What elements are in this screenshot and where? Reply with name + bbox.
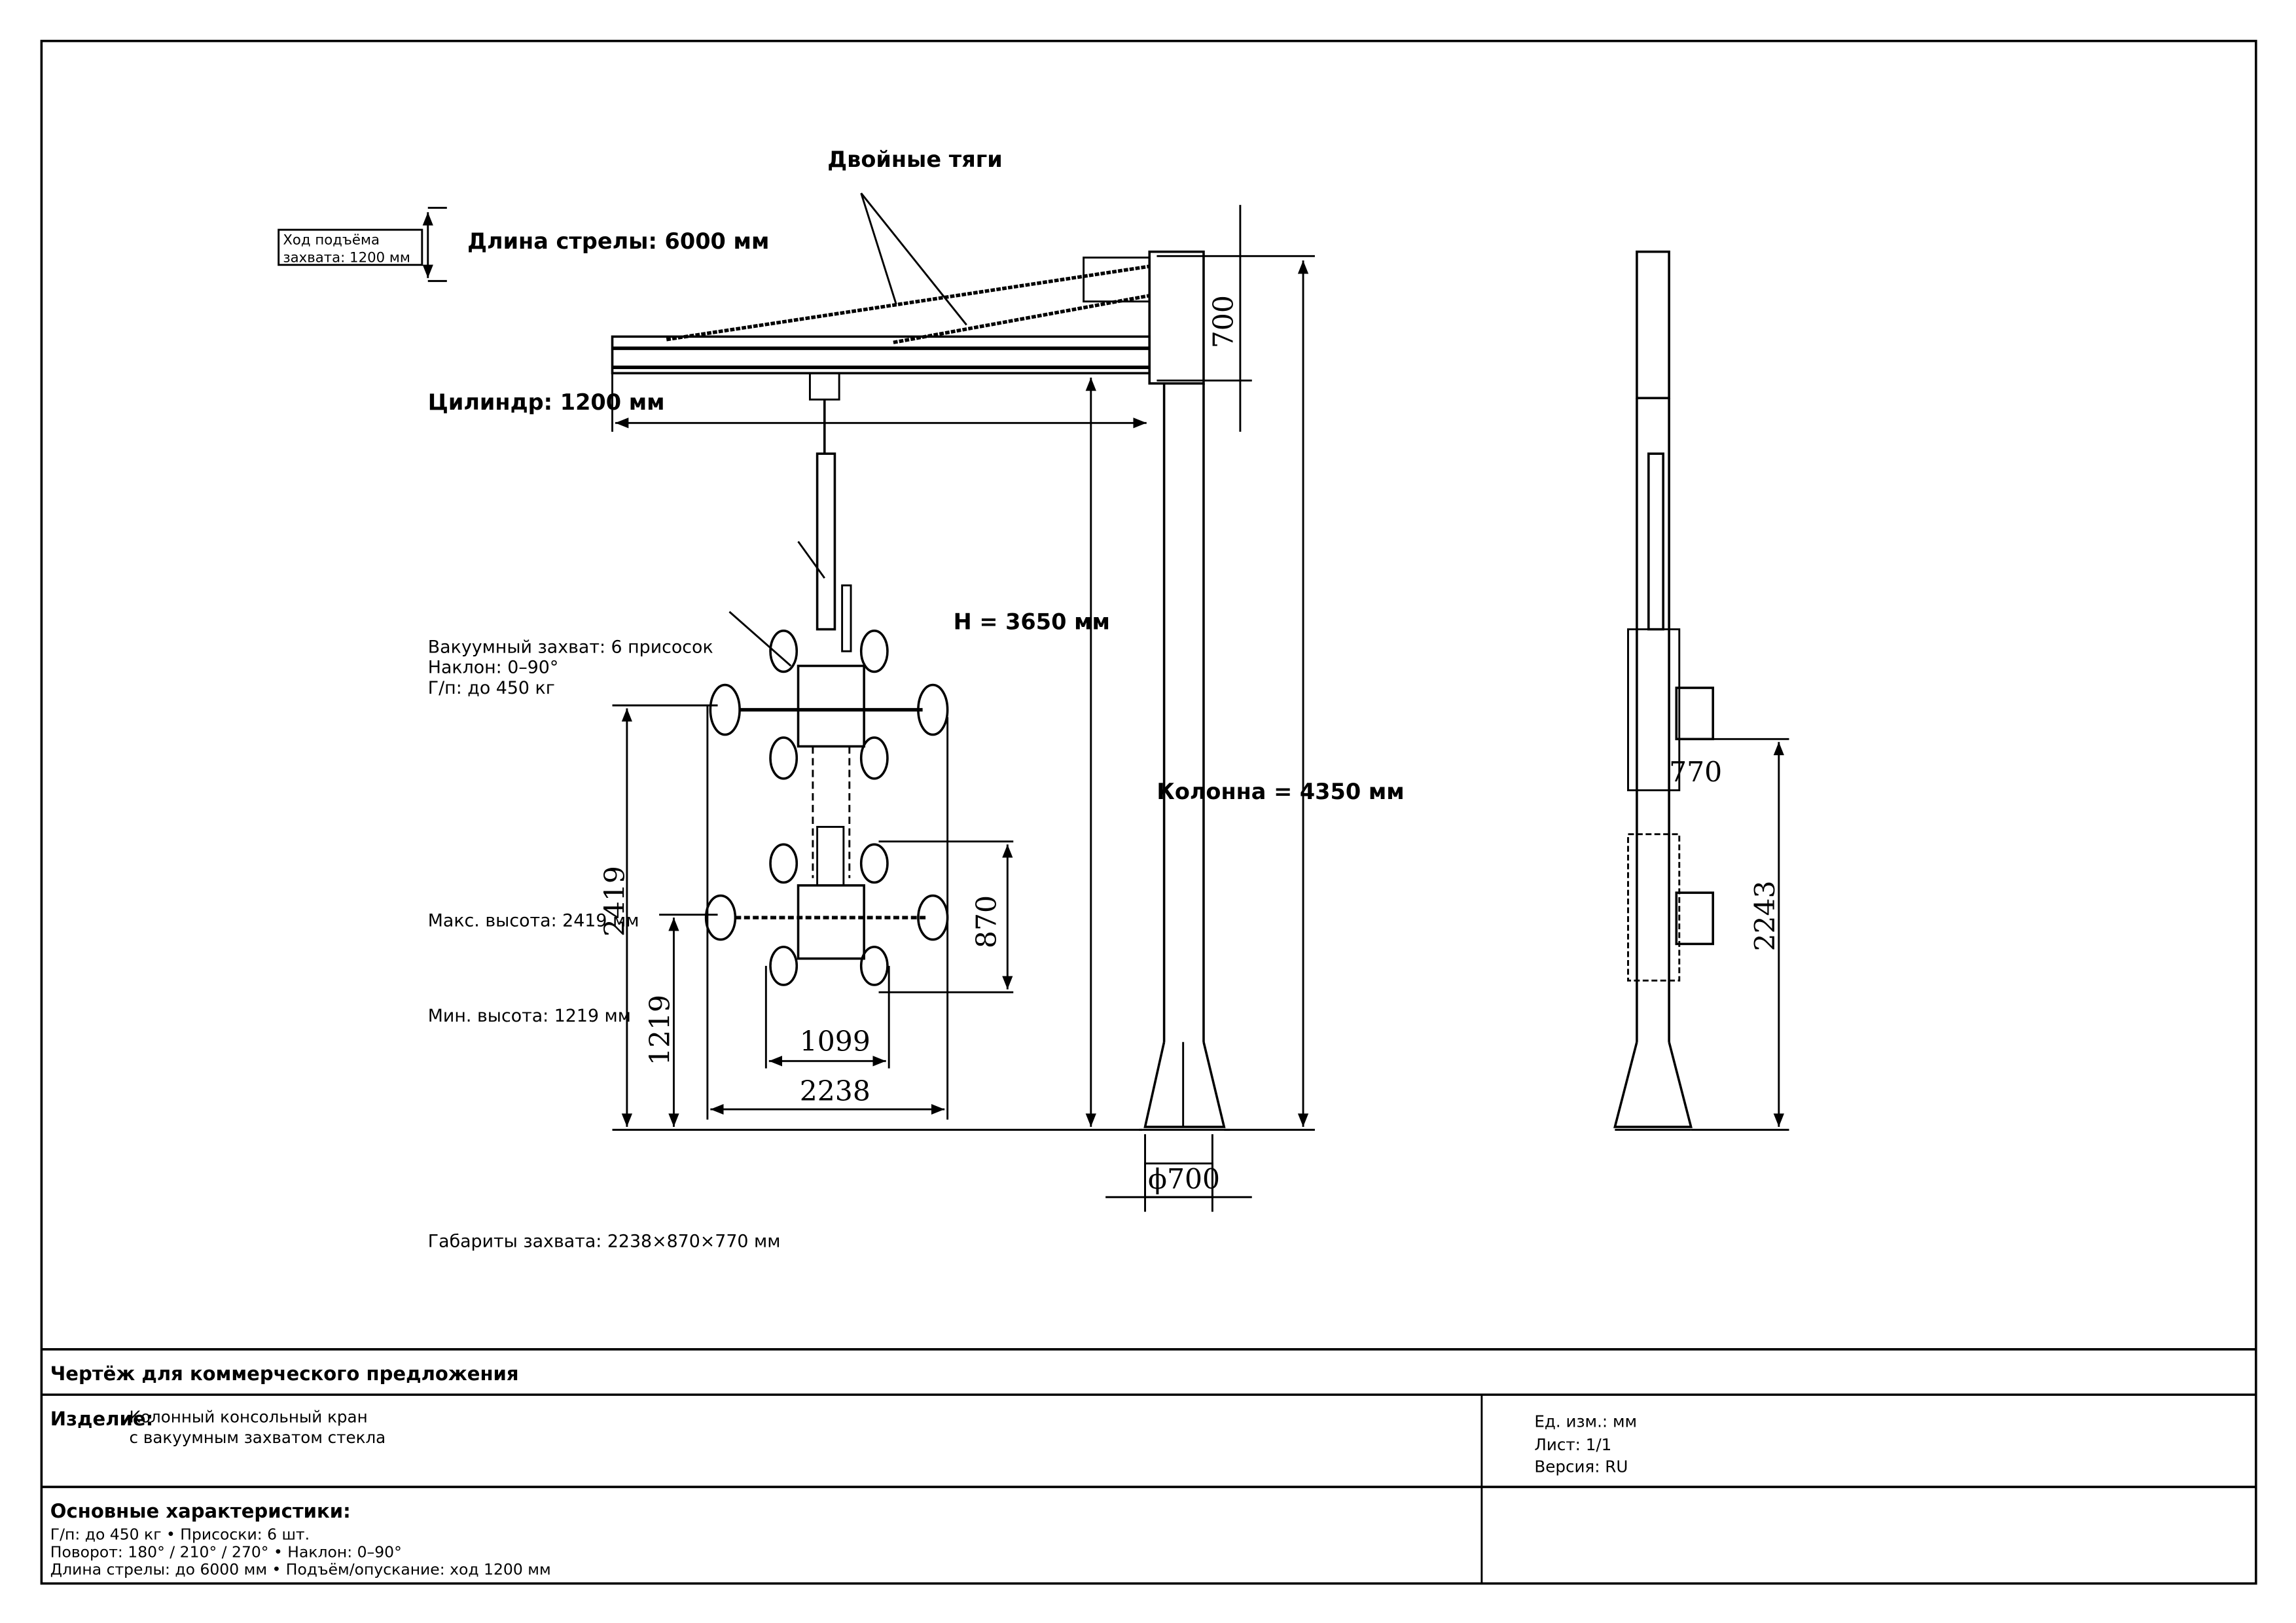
specs-title: Основные характеристики:	[50, 1500, 351, 1522]
spec-line-1: Г/п: до 450 кг • Присоски: 6 шт.	[50, 1525, 310, 1544]
lifter-note-1: Вакуумный захват: 6 присосок	[428, 637, 713, 657]
sheet-border	[40, 39, 2257, 1585]
svg-text:870: 870	[971, 895, 1003, 948]
product-line-1: Колонный консольный кран	[130, 1408, 368, 1427]
cylinder-label: Цилиндр: 1200 мм	[428, 389, 665, 415]
title-block: Чертёж для коммерческого предложения Изд…	[41, 1348, 2256, 1584]
svg-text:ϕ700: ϕ700	[1148, 1164, 1220, 1196]
svg-text:770: 770	[1669, 757, 1722, 789]
svg-text:1099: 1099	[800, 1026, 870, 1058]
svg-text:2419: 2419	[599, 866, 631, 936]
product-label: Изделие:	[50, 1408, 153, 1430]
sheet-number: Лист: 1/1	[1534, 1435, 1611, 1454]
boom-length-label: Длина стрелы: 6000 мм	[467, 228, 769, 254]
lifter-note-3: Г/п: до 450 кг	[428, 678, 555, 698]
crane-side-view: 2243 770	[1613, 250, 1789, 1131]
svg-text:2243: 2243	[1749, 880, 1782, 951]
sheet-title: Чертёж для коммерческого предложения	[50, 1363, 519, 1385]
lifter-dims-note: Габариты захвата: 2238×870×770 мм	[428, 1231, 781, 1251]
units: Ед. изм.: мм	[1534, 1412, 1637, 1431]
column-label: Колонна = 4350 мм	[1157, 779, 1404, 804]
lifter-upper	[709, 630, 949, 780]
dimensions-front: 700 H = 3650 мм Колонна = 4350 мм 2419 1…	[599, 205, 1405, 1212]
svg-text:1219: 1219	[645, 995, 677, 1065]
svg-text:2238: 2238	[800, 1076, 870, 1108]
svg-text:700: 700	[1208, 295, 1240, 348]
svg-text:Ход подъёма: Ход подъёма	[283, 232, 380, 248]
spec-line-2: Поворот: 180° / 210° / 270° • Наклон: 0–…	[50, 1543, 402, 1561]
height-label: H = 3650 мм	[954, 609, 1110, 635]
min-height-note: Мин. высота: 1219 мм	[428, 1006, 631, 1026]
tie-rods-label: Двойные тяги	[827, 147, 1003, 172]
crane-front-view	[611, 250, 1230, 1131]
product-line-2: с вакуумным захватом стекла	[130, 1428, 386, 1447]
lifter-note-2: Наклон: 0–90°	[428, 658, 559, 678]
version: Версия: RU	[1534, 1457, 1628, 1476]
max-height-note: Макс. высота: 2419 мм	[428, 911, 639, 931]
spec-line-3: Длина стрелы: до 6000 мм • Подъём/опуска…	[50, 1560, 551, 1578]
lifter-lower	[704, 826, 949, 986]
lift-stroke-note: Ход подъёма захвата: 1200 мм	[278, 207, 447, 282]
svg-text:захвата: 1200 мм: захвата: 1200 мм	[283, 249, 410, 266]
